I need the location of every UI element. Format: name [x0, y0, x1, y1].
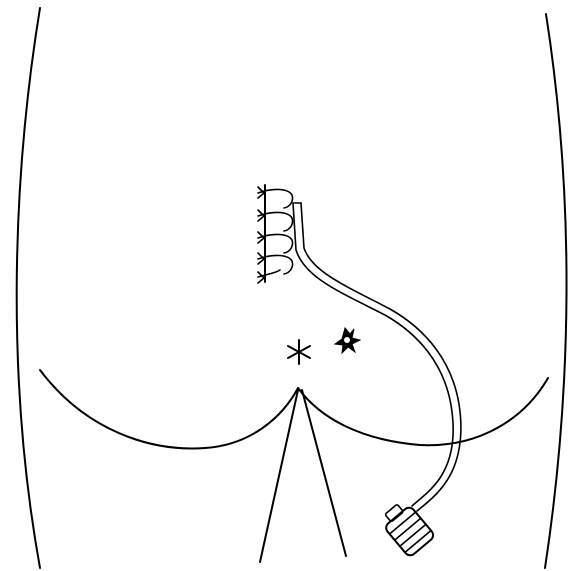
drain-bulb — [378, 498, 436, 557]
drain-tube — [293, 203, 461, 511]
gluteal-fold-left — [40, 370, 298, 448]
suture-5 — [258, 270, 280, 283]
secondary-sinus-opening — [335, 328, 360, 353]
body-outline-right — [545, 14, 567, 568]
suture-1 — [258, 187, 293, 208]
suture-3 — [258, 232, 293, 253]
gluteal-fold-right — [298, 378, 548, 445]
suture-4 — [258, 253, 293, 274]
suture-2 — [258, 210, 293, 231]
body-outline-left — [17, 8, 40, 568]
sutured-incision — [258, 185, 293, 283]
natal-cleft — [260, 390, 346, 562]
pilonidal-sinus-pit — [288, 340, 310, 364]
